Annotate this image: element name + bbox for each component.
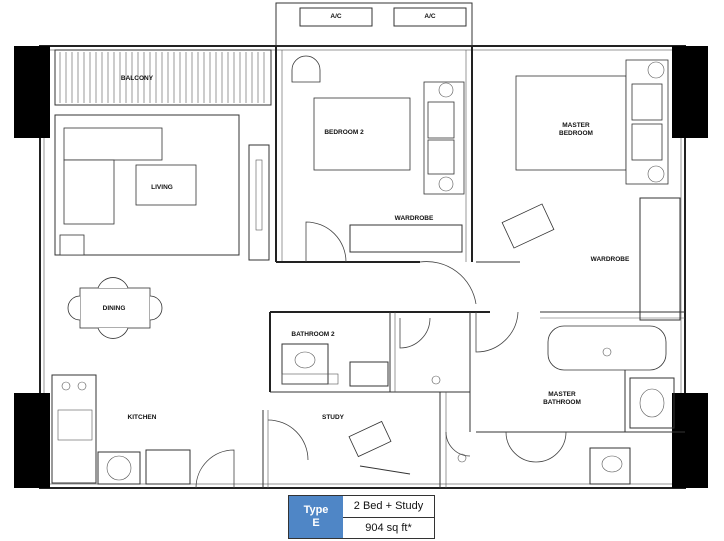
balcony-railing: [54, 49, 272, 106]
study-chair: [348, 420, 392, 458]
study-label: STUDY: [322, 414, 345, 421]
master-vanity: [629, 377, 675, 429]
master-headboard: [625, 59, 669, 185]
unit-details: 2 Bed + Study 904 sq ft*: [343, 496, 434, 538]
dining-label: DINING: [103, 305, 126, 312]
tv-console: [248, 144, 270, 261]
bedroom2-door-swing: [305, 221, 347, 263]
bath2-door-swing: [399, 317, 431, 349]
column-bottom-left: [14, 393, 50, 488]
study-lamp: [359, 465, 411, 475]
column-top-right: [672, 46, 708, 138]
washer: [97, 451, 141, 485]
ac-unit-2: [393, 7, 467, 27]
kitchen-door-swing: [195, 449, 235, 489]
kitchen-sink: [57, 409, 93, 441]
living-rug: [54, 114, 240, 256]
bath2-wc-bowl: [294, 351, 316, 369]
master-bath-door-swing: [505, 431, 567, 463]
master-basin: [639, 388, 665, 418]
sofa-chaise: [63, 159, 115, 225]
hob-burner-2: [77, 381, 87, 391]
coffee-table: [135, 164, 197, 206]
ac-unit-1: [299, 7, 373, 27]
unit-configuration: 2 Bed + Study: [343, 496, 434, 518]
master-door-swing: [475, 311, 519, 353]
master-lamp-2: [647, 165, 665, 183]
internal-walls: [262, 46, 685, 488]
bedroom2-label: BEDROOM 2: [324, 129, 364, 136]
hob-burner-1: [61, 381, 71, 391]
master-bathroom-label-1: MASTER: [548, 391, 576, 398]
dining-chair-right: [149, 295, 163, 321]
bedroom2-lamp-2: [438, 176, 454, 192]
kitchen-counter: [51, 374, 97, 484]
dining-chair-top: [97, 277, 129, 289]
master-shower-door-swing: [445, 431, 471, 457]
ac-ledge: [275, 2, 473, 47]
side-table: [59, 234, 85, 256]
wardrobe-label-1: WARDROBE: [395, 215, 434, 222]
wardrobe-label-2: WARDROBE: [591, 256, 630, 263]
bedroom2-lamp-1: [438, 82, 454, 98]
inner-wall-line: [43, 49, 682, 485]
column-bottom-right: [672, 393, 708, 488]
bedroom2-chair: [291, 55, 321, 83]
master-armchair: [501, 203, 555, 249]
bath2-shower-drain: [431, 375, 441, 385]
ac-label-2: A/C: [424, 13, 436, 20]
master-wardrobe: [639, 197, 681, 321]
bedroom2-pillow-1: [427, 101, 455, 139]
column-top-left: [14, 46, 50, 138]
master-bed: [515, 75, 627, 171]
living-label: LIVING: [151, 184, 173, 191]
bath2-basin: [349, 361, 389, 387]
master-bathroom-label-2: BATHROOM: [543, 399, 581, 406]
bathtub-drain: [602, 347, 612, 357]
washer-drum: [106, 455, 132, 481]
master-wc-bowl: [601, 455, 623, 473]
kitchen-label: KITCHEN: [128, 414, 157, 421]
unit-area: 904 sq ft*: [365, 521, 412, 534]
bedroom2-pillow-2: [427, 139, 455, 175]
tv-panel: [255, 159, 263, 231]
bedroom2-wardrobe: [349, 224, 463, 253]
hall-door-swing: [419, 261, 477, 305]
sofa-back: [63, 127, 163, 161]
study-door-swing: [267, 419, 309, 461]
unit-type-cell: Type E: [289, 496, 343, 538]
dining-chair-left: [67, 295, 81, 321]
master-bedroom-label-1: MASTER: [562, 122, 590, 129]
fridge: [145, 449, 191, 485]
bath2-hatch: [281, 373, 339, 385]
master-bedroom-label-2: BEDROOM: [559, 130, 593, 137]
bedroom2-bed: [313, 97, 411, 171]
ac-label-1: A/C: [330, 13, 342, 20]
master-wc: [589, 447, 631, 485]
dining-chair-bottom: [97, 327, 129, 339]
balcony-label: BALCONY: [121, 75, 154, 82]
bathroom2-label: BATHROOM 2: [291, 331, 335, 338]
master-shower-drain: [457, 453, 467, 463]
bath2-wc-area: [281, 343, 329, 385]
master-pillow-1: [631, 83, 663, 121]
master-pillow-2: [631, 123, 663, 161]
unit-info-table: Type E 2 Bed + Study 904 sq ft*: [288, 495, 435, 539]
master-lamp-1: [647, 61, 665, 79]
unit-type-label: Type: [303, 504, 329, 516]
unit-type-value: E: [312, 517, 320, 529]
